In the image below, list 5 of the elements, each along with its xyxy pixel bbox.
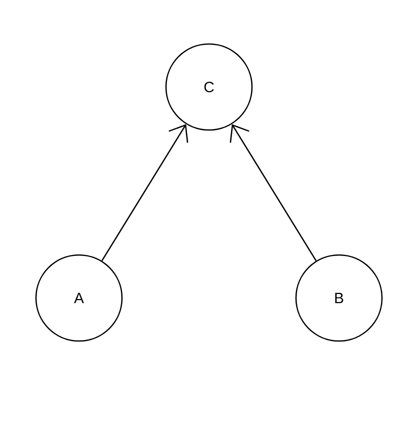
arrow: [101, 124, 188, 262]
arrow: [230, 124, 317, 262]
circle-node: C: [165, 43, 253, 131]
circle-node: A: [35, 254, 123, 342]
circle-node: B: [295, 254, 383, 342]
